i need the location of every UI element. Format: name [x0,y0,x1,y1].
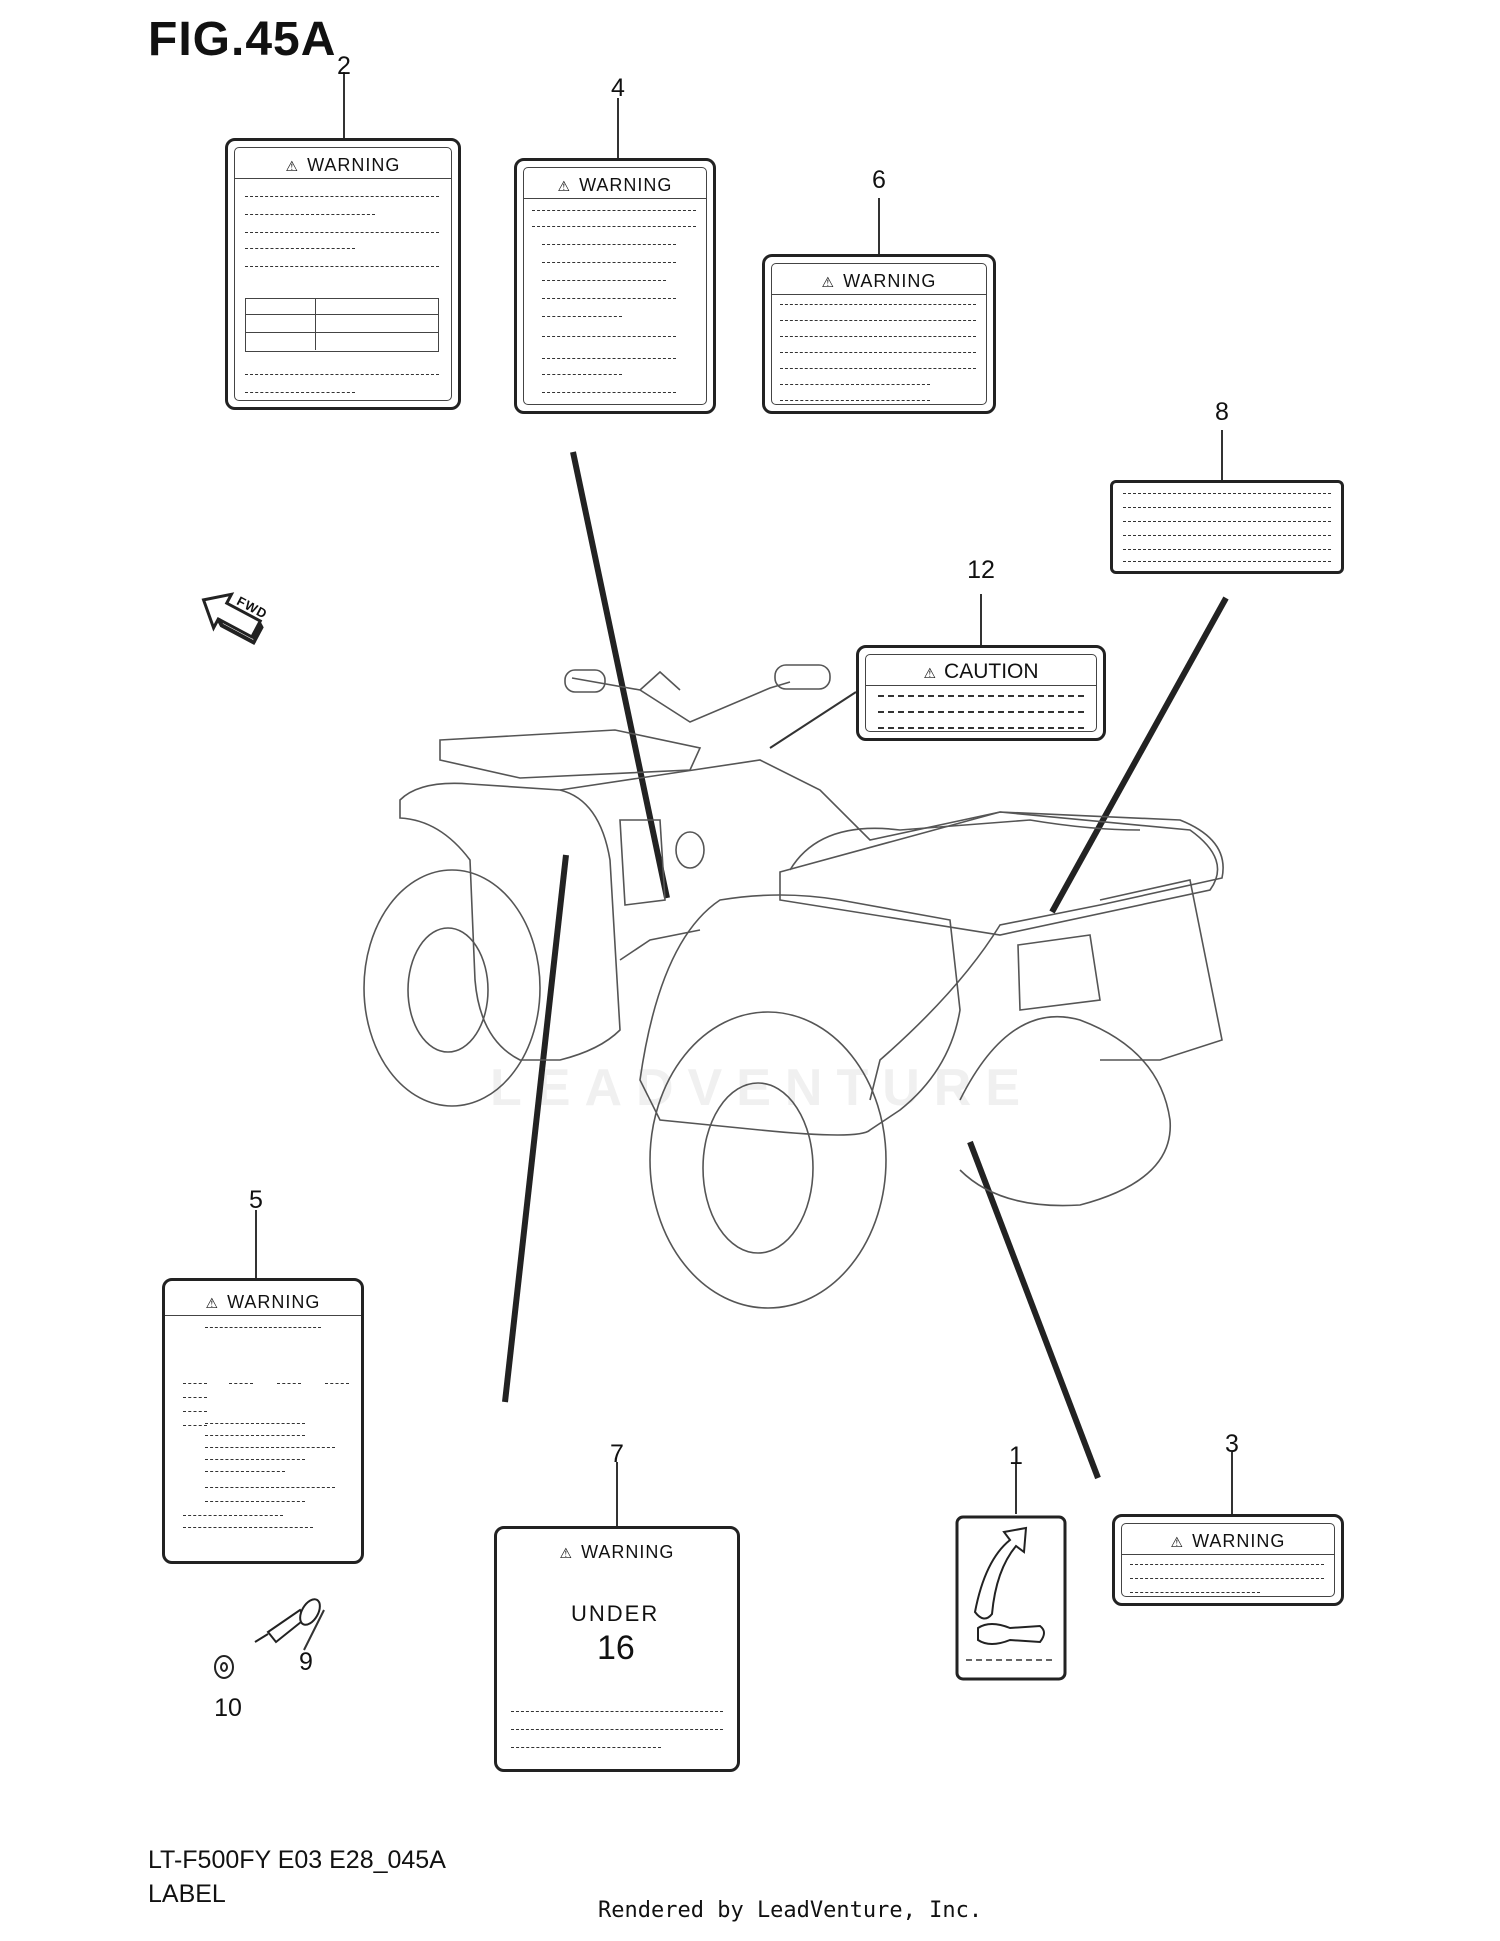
warning-table [245,298,439,352]
callout-10: 10 [214,1694,242,1722]
warning-header: WARNING [227,1292,321,1312]
warning-triangle-icon: ⚠ [285,158,300,174]
warning-header: WARNING [581,1542,675,1562]
callout-6: 6 [872,166,886,194]
callout-2: 2 [337,52,351,80]
callout-9: 9 [299,1648,313,1676]
warning-label-7: ⚠ WARNING UNDER 16 [494,1526,740,1772]
warning-header: WARNING [843,271,937,291]
warning-triangle-icon: ⚠ [557,178,572,194]
warning-label-2: ⚠ WARNING [225,138,461,410]
under-age-number: 16 [597,1629,635,1667]
caution-header: CAUTION [944,660,1039,683]
callout-8: 8 [1215,398,1229,426]
section-label: LABEL [148,1880,226,1908]
callout-4: 4 [611,74,625,102]
warning-triangle-icon: ⚠ [205,1295,220,1311]
callout-5: 5 [249,1186,263,1214]
under-age-text: UNDER [571,1601,660,1626]
warning-header: WARNING [1192,1531,1286,1551]
callout-7: 7 [610,1440,624,1468]
warning-header: WARNING [579,175,673,195]
warning-label-3: ⚠ WARNING [1112,1514,1344,1606]
callout-1: 1 [1009,1442,1023,1470]
callout-12: 12 [967,556,995,584]
warning-header: WARNING [307,155,401,175]
warning-label-5: ⚠ WARNING [162,1278,364,1564]
warning-label-6: ⚠ WARNING [762,254,996,414]
warning-label-4: ⚠ WARNING [514,158,716,414]
watermark-text: LEADVENTURE [490,1059,1035,1117]
caution-triangle-icon: ⚠ [923,665,937,681]
rendered-by: Rendered by LeadVenture, Inc. [598,1898,983,1923]
warning-triangle-icon: ⚠ [1170,1534,1185,1550]
callout-3: 3 [1225,1430,1239,1458]
warning-triangle-icon: ⚠ [821,274,836,290]
label-8 [1110,480,1344,574]
caution-label-12: ⚠ CAUTION [856,645,1106,741]
model-code: LT-F500FY E03 E28_045A [148,1846,446,1874]
figure-title: FIG.45A [148,13,337,66]
warning-triangle-icon: ⚠ [559,1545,574,1561]
